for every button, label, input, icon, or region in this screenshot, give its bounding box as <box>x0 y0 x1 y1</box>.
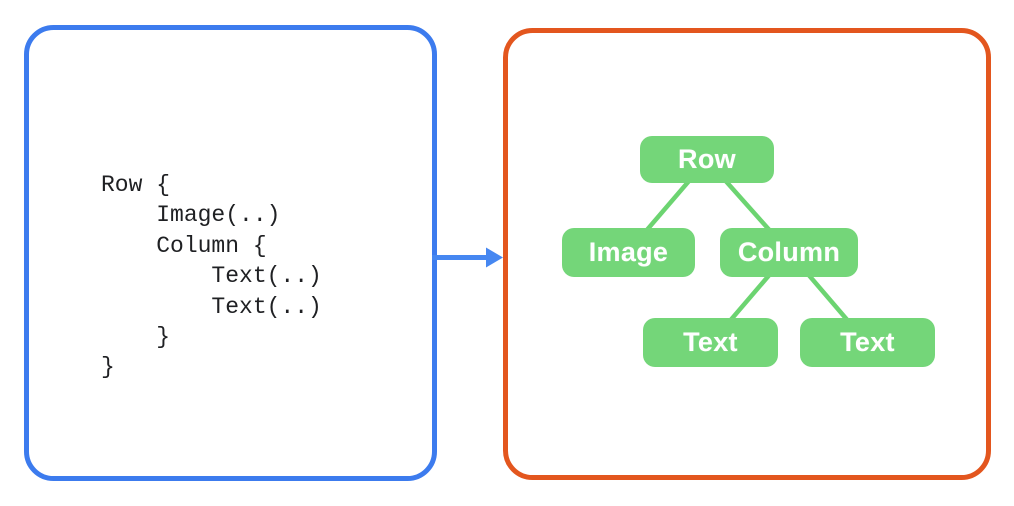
tree-node-column: Column <box>720 228 858 277</box>
tree-node-row: Row <box>640 136 774 183</box>
tree-node-image: Image <box>562 228 695 277</box>
code-snippet: Row { Image(..) Column { Text(..) Text(.… <box>101 172 322 381</box>
tree-node-text-2: Text <box>800 318 935 367</box>
tree-panel-border <box>503 28 991 480</box>
arrow-head-icon <box>486 247 503 268</box>
tree-node-text-1: Text <box>643 318 778 367</box>
code-panel-border <box>24 25 437 481</box>
